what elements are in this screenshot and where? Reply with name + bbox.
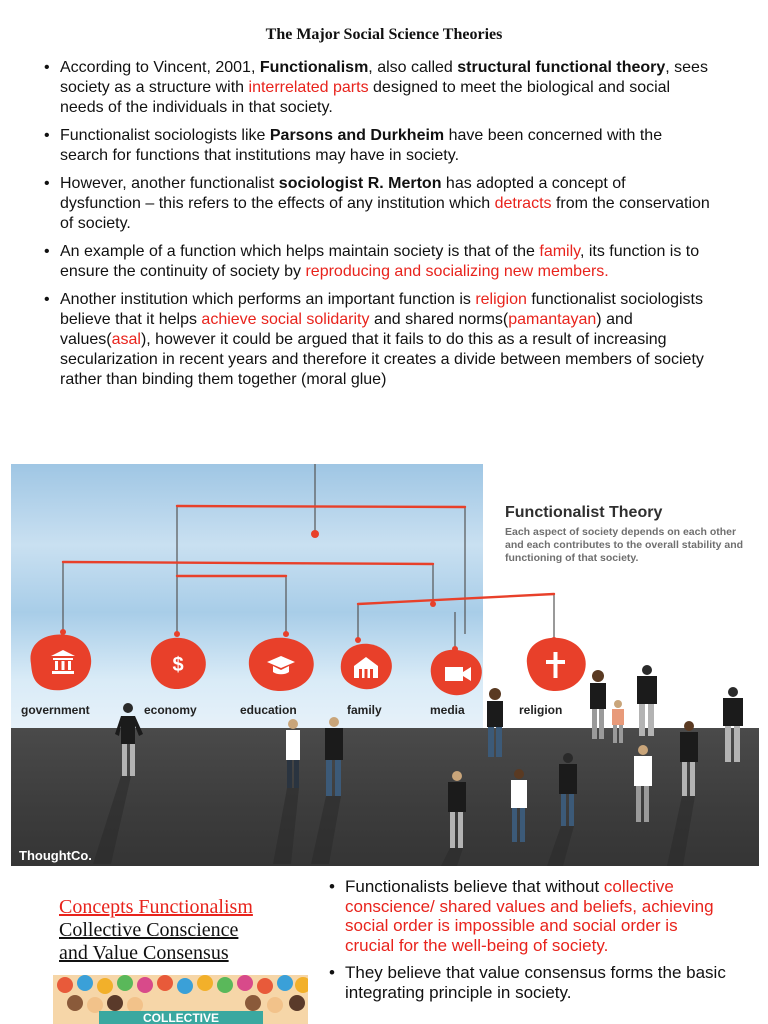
- label-economy: economy: [144, 703, 197, 717]
- white-panel: [483, 464, 759, 734]
- bullet-item: According to Vincent, 2001, Functionalis…: [42, 58, 710, 118]
- text-segment: religion: [475, 291, 527, 308]
- bullet-item: Functionalists believe that without coll…: [327, 877, 727, 955]
- text-segment: Parsons and Durkheim: [269, 127, 445, 144]
- label-government: government: [21, 703, 90, 717]
- text-segment: and shared norms(: [369, 311, 509, 328]
- page-title: The Major Social Science Theories: [265, 26, 503, 43]
- pivot-node: [355, 637, 361, 643]
- cross-icon: [526, 637, 586, 692]
- text-segment: pamantayan: [508, 311, 597, 328]
- text-segment: , also called: [368, 59, 458, 76]
- text-segment: An example of a function which helps mai…: [60, 243, 540, 260]
- label-education: education: [240, 703, 297, 717]
- person-figure: [637, 665, 657, 736]
- concepts-subtitle-line-2: and Value Consensus: [59, 942, 229, 964]
- consensus-bullet-list: Functionalists believe that without coll…: [327, 877, 727, 1010]
- text-segment: achieve social solidarity: [201, 311, 370, 328]
- text-segment: detracts: [494, 195, 552, 212]
- person-figure: [448, 771, 466, 848]
- person-figure: [325, 717, 343, 796]
- video-camera-icon: [430, 649, 482, 696]
- pivot-node: [60, 629, 66, 635]
- bullet-item: However, another functionalist sociologi…: [42, 174, 710, 234]
- text-segment: sociologist R. Merton: [278, 175, 442, 192]
- person-figure: [590, 670, 606, 739]
- text-segment: from the conservation of society.: [60, 195, 710, 232]
- institution-mobile: $: [30, 464, 586, 696]
- text-segment: Functionalist sociologists like: [60, 127, 270, 144]
- concepts-title: Concepts Functionalism: [59, 896, 253, 918]
- person-figure: [634, 745, 652, 822]
- text-segment: family: [539, 243, 580, 260]
- text-segment: asal: [111, 331, 141, 348]
- graduation-cap-icon: [248, 637, 314, 692]
- text-segment: However, another functionalist: [60, 175, 279, 192]
- text-segment: They believe that value consensus forms …: [345, 963, 726, 1002]
- pivot-node: [430, 601, 436, 607]
- person-figure: [723, 687, 743, 762]
- person-figure: [115, 703, 143, 776]
- text-segment: Functionalists believe that without: [345, 877, 604, 896]
- person-figure: [286, 719, 300, 788]
- person-figure: [559, 753, 577, 826]
- person-figure: [487, 688, 503, 757]
- shadow-marks: [93, 776, 695, 866]
- text-segment: , its function is to ensure the continui…: [60, 243, 700, 280]
- bullet-item: Another institution which performs an im…: [42, 290, 710, 390]
- ground-background: [11, 728, 759, 866]
- sky-background: [11, 464, 483, 734]
- label-media: media: [430, 703, 465, 717]
- dollar-icon: $: [150, 637, 206, 690]
- pivot-node: [174, 631, 180, 637]
- thoughtco-logo: ThoughtCo.: [19, 848, 92, 863]
- person-figure: [511, 769, 527, 842]
- pivot-node: [283, 631, 289, 637]
- text-segment: interrelated parts: [248, 79, 369, 96]
- text-segment: have been concerned with the search for …: [60, 127, 663, 164]
- pivot-node: [311, 530, 319, 538]
- svg-text:$: $: [172, 654, 183, 676]
- text-segment: functionalist sociologists believe that …: [60, 291, 703, 328]
- theory-bullet-list: According to Vincent, 2001, Functionalis…: [42, 58, 710, 398]
- text-segment: collective conscience/ shared values and…: [345, 877, 714, 955]
- crowd-illustration: [93, 665, 743, 866]
- family-home-icon: [340, 643, 392, 690]
- text-segment: Another institution which performs an im…: [60, 291, 476, 308]
- text-segment: structural functional theory: [457, 59, 666, 76]
- bullet-item: They believe that value consensus forms …: [327, 963, 727, 1002]
- text-segment: , sees society as a structure with: [60, 59, 708, 96]
- infographic-description: Each aspect of society depends on each o…: [505, 526, 744, 564]
- infographic-title: Functionalist Theory: [505, 504, 663, 521]
- label-family: family: [347, 703, 382, 717]
- label-religion: religion: [519, 703, 563, 717]
- bullet-item: An example of a function which helps mai…: [42, 242, 710, 282]
- text-segment: ) and values(: [60, 311, 633, 348]
- concepts-heading: Concepts Functionalism Collective Consci…: [59, 896, 253, 965]
- person-figure: [612, 700, 624, 743]
- bullet-item: Functionalist sociologists like Parsons …: [42, 126, 710, 166]
- crowd-faces-illustration: COLLECTIVE: [53, 975, 308, 1024]
- person-figure: [680, 721, 698, 796]
- collective-caption: COLLECTIVE: [143, 1011, 219, 1024]
- bank-icon: [30, 634, 92, 691]
- functionalist-theory-infographic: $ Functionalist Theory Each aspect of so…: [11, 464, 759, 866]
- text-segment: reproducing and socializing new members.: [305, 263, 609, 280]
- concepts-subtitle-line-1: Collective Conscience: [59, 919, 239, 941]
- text-segment: According to Vincent, 2001,: [60, 59, 260, 76]
- text-segment: designed to meet the biological and soci…: [60, 79, 671, 116]
- text-segment: Functionalism: [259, 59, 369, 76]
- collective-image: COLLECTIVE: [53, 975, 308, 1024]
- text-segment: ), however it could be argued that it fa…: [60, 331, 704, 388]
- text-segment: has adopted a concept of dysfunction – t…: [60, 175, 626, 212]
